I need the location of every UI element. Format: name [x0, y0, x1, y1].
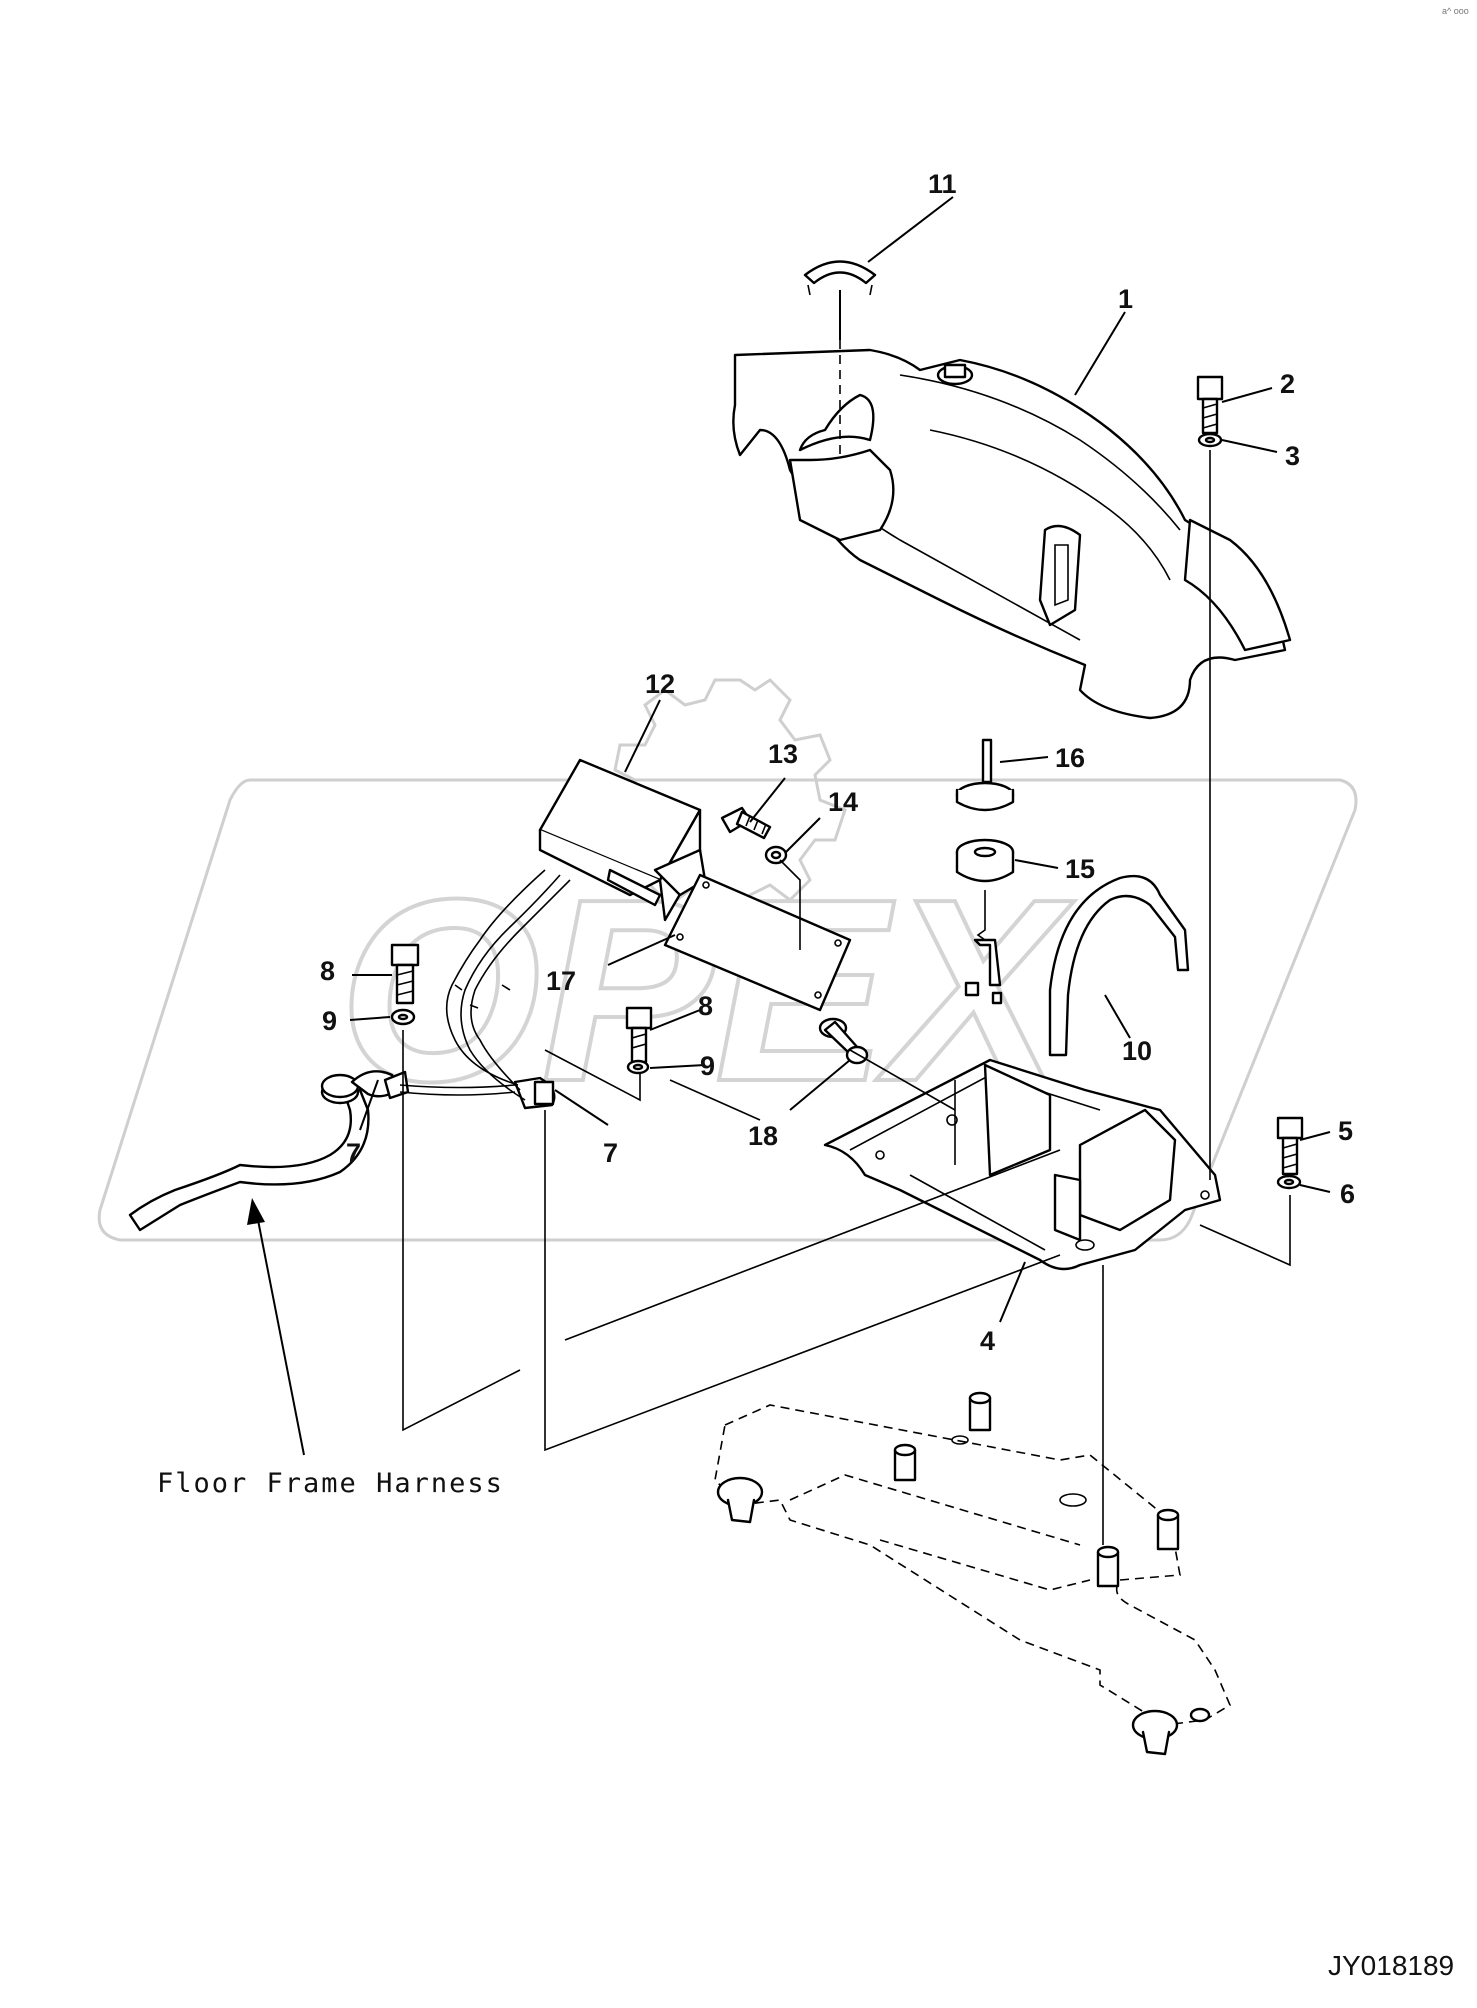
- harness-label: Floor Frame Harness: [157, 1468, 504, 1499]
- part-3-washer: [1197, 432, 1223, 448]
- floor-frame: [714, 1391, 1232, 1756]
- callout-15: 15: [1065, 854, 1095, 884]
- callout-11: 11: [928, 169, 957, 199]
- part-11-ring: [803, 260, 877, 296]
- floor-frame-harness: [128, 869, 571, 1232]
- callout-9-left: 9: [322, 1006, 337, 1036]
- drawing-code: JY018189: [1328, 1950, 1454, 1981]
- callout-16: 16: [1055, 743, 1085, 773]
- part-2-bolt: [1196, 375, 1224, 435]
- part-10-handle: [1048, 874, 1190, 1057]
- callout-1: 1: [1118, 284, 1133, 314]
- callouts: 11 1 2 3 12 13 14 16 15 17 10 8 9 8 9 7 …: [320, 169, 1355, 1356]
- callout-7-center: 7: [603, 1138, 618, 1168]
- part-8-bolt-left: [390, 943, 420, 1005]
- leader-lines: [247, 196, 1331, 1456]
- callout-7-left: 7: [346, 1138, 361, 1168]
- callout-4: 4: [980, 1326, 995, 1356]
- callout-13: 13: [768, 739, 798, 769]
- callout-5: 5: [1338, 1116, 1353, 1146]
- part-6-washer: [1276, 1174, 1302, 1190]
- callout-8-left: 8: [320, 956, 335, 986]
- callout-10: 10: [1122, 1036, 1152, 1066]
- part-15-cushion: [955, 838, 1015, 1005]
- callout-8-center: 8: [698, 991, 713, 1021]
- callout-12: 12: [645, 669, 675, 699]
- part-16-mount: [955, 738, 1015, 812]
- part-5-bolt: [1276, 1116, 1304, 1176]
- part-9-washer-left: [390, 1008, 416, 1026]
- assembly-lines: [402, 290, 1291, 1545]
- corner-mark: a^ ooo: [1442, 6, 1469, 16]
- callout-18: 18: [748, 1121, 778, 1151]
- callout-17: 17: [546, 966, 576, 996]
- part-1-cover: [732, 340, 1292, 720]
- callout-9-center: 9: [700, 1051, 715, 1081]
- part-9-washer-center: [626, 1059, 650, 1075]
- callout-6: 6: [1340, 1179, 1355, 1209]
- part-14-washer: [764, 845, 788, 865]
- callout-3: 3: [1285, 441, 1300, 471]
- part-13-bolt: [720, 806, 772, 840]
- callout-2: 2: [1280, 369, 1295, 399]
- part-8-bolt-center: [625, 1006, 653, 1064]
- callout-14: 14: [828, 787, 858, 817]
